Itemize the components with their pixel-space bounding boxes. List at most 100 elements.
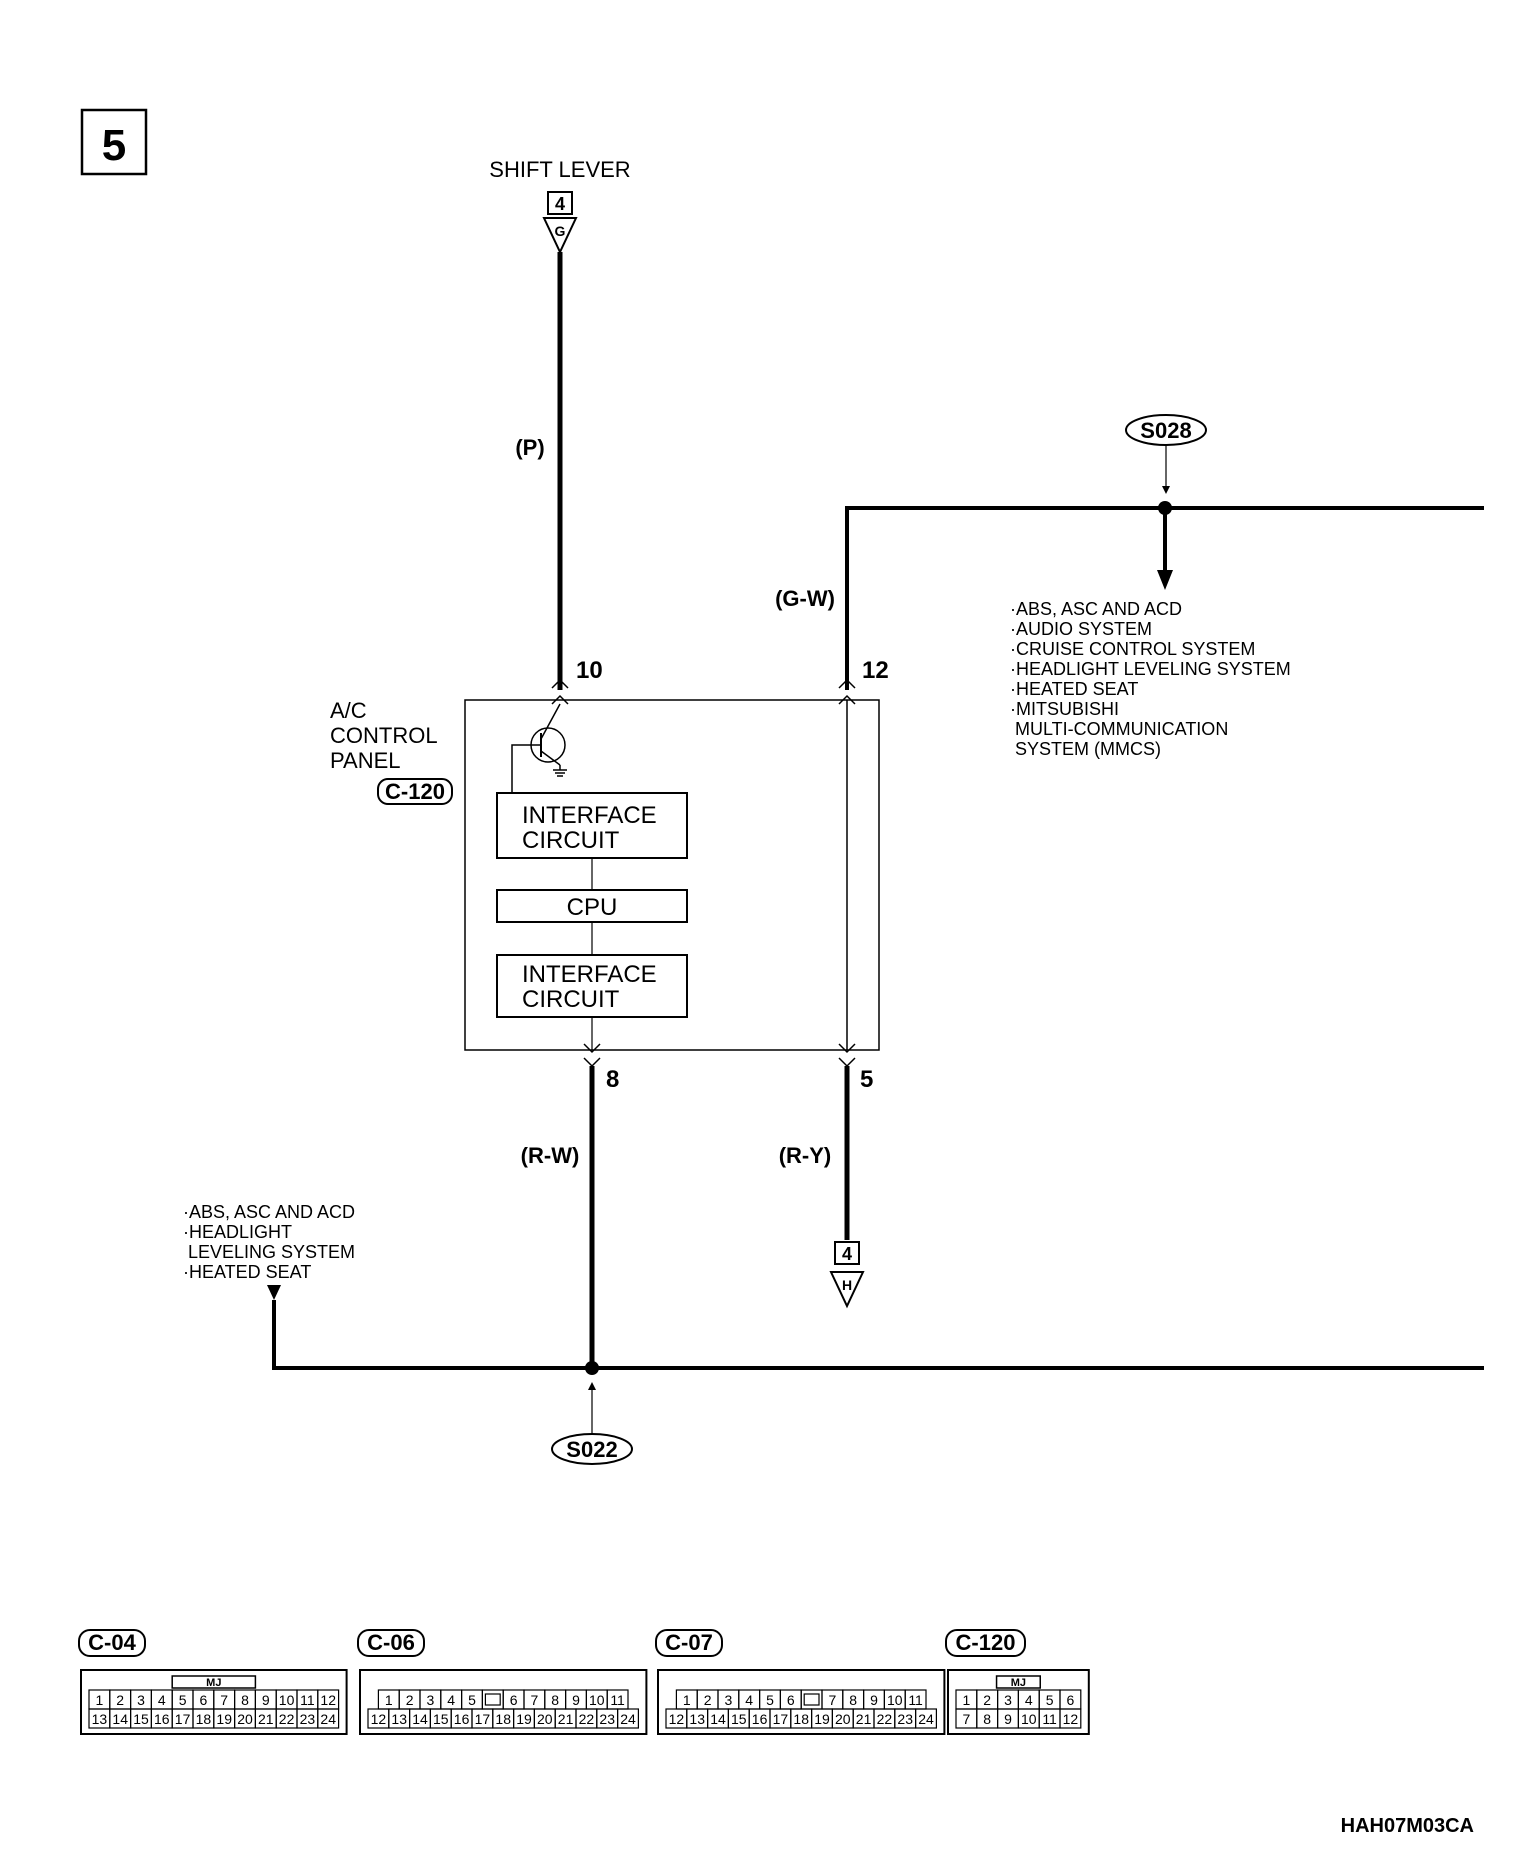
connector-pin-number: 2 (983, 1692, 991, 1708)
right-systems-list: ·ABS, ASC AND ACD ·AUDIO SYSTEM ·CRUISE … (1010, 599, 1291, 759)
connector-pin-number: 17 (175, 1711, 191, 1727)
left-system-4: ·HEATED SEAT (183, 1262, 311, 1282)
connector-pin-number: 24 (320, 1711, 336, 1727)
connector-pin-number: 1 (385, 1692, 393, 1708)
connector-pin-number: 3 (725, 1692, 733, 1708)
connector-pin-number: 12 (371, 1711, 387, 1727)
connector-pin-number: 8 (849, 1692, 857, 1708)
connector-pin-number: 5 (179, 1692, 187, 1708)
connector-pin-number: 9 (262, 1692, 270, 1708)
connector-pin-number: 4 (447, 1692, 455, 1708)
connector-pin-number: 14 (112, 1711, 128, 1727)
connector-pin-number: 19 (216, 1711, 232, 1727)
connector-pin-number: 17 (773, 1711, 789, 1727)
right-system-5: ·HEATED SEAT (1010, 679, 1138, 699)
page-number-box: 5 (80, 108, 148, 176)
wire-rw-label: (R-W) (521, 1143, 580, 1168)
connector-pin-number: 10 (887, 1692, 903, 1708)
connector-pin-number: 12 (320, 1692, 336, 1708)
connector-id-label: C-07 (665, 1630, 713, 1655)
wire-p-label: (P) (515, 435, 544, 460)
left-system-3: LEVELING SYSTEM (183, 1242, 355, 1262)
connector-id-label: C-06 (367, 1630, 415, 1655)
connector-pin-number: 24 (918, 1711, 934, 1727)
connector-pin-number: 23 (897, 1711, 913, 1727)
connector-pin-number: 11 (300, 1692, 315, 1708)
connector-pin-number: 20 (237, 1711, 253, 1727)
connector-pin-number: 17 (475, 1711, 491, 1727)
shift-lever-connector: SHIFT LEVER 4 G (489, 157, 631, 255)
block-top-line-1: INTERFACE (522, 802, 657, 829)
connector-pin-number: 7 (531, 1692, 539, 1708)
connector-pin-number: 16 (154, 1711, 170, 1727)
right-system-2: ·AUDIO SYSTEM (1010, 619, 1152, 639)
connector-pin-number: 9 (572, 1692, 580, 1708)
connector-pin-number: 3 (427, 1692, 435, 1708)
connector-pin-number: 4 (158, 1692, 166, 1708)
cpu-block: CPU (496, 889, 688, 923)
connector-pin-number: 14 (710, 1711, 726, 1727)
connector-pin-number: 19 (516, 1711, 532, 1727)
connector-pin-number: 3 (1004, 1692, 1012, 1708)
block-bottom-line-2: CIRCUIT (522, 986, 620, 1013)
component-connector-id: C-120 (385, 779, 445, 804)
wire-gw-label: (G-W) (775, 586, 835, 611)
connector-h: 4 H (829, 1241, 865, 1309)
connector-pin-number: 8 (983, 1711, 991, 1727)
connector-pin-number: 24 (620, 1711, 636, 1727)
connector-pin-number: 15 (433, 1711, 449, 1727)
right-system-7: MULTI-COMMUNICATION (1010, 719, 1228, 739)
block-top-line-2: CIRCUIT (522, 827, 620, 854)
connector-pin-number: 2 (406, 1692, 414, 1708)
connector-pin-number: 4 (1025, 1692, 1033, 1708)
drawing-code: HAH07M03CA (1341, 1815, 1474, 1837)
connector-pin-number: 11 (908, 1692, 923, 1708)
left-system-1: ·ABS, ASC AND ACD (183, 1202, 355, 1222)
connector-pin-number: 15 (731, 1711, 747, 1727)
right-system-8: SYSTEM (MMCS) (1010, 739, 1161, 759)
connector-tag: MJ (206, 1677, 221, 1689)
connector-pin-number: 13 (391, 1711, 407, 1727)
connector-pin-number: 20 (537, 1711, 553, 1727)
splice-s028-label: S028 (1140, 418, 1191, 443)
connector-pin-number: 6 (200, 1692, 208, 1708)
right-system-4: ·HEADLIGHT LEVELING SYSTEM (1010, 659, 1291, 679)
connector-h-letter: H (842, 1277, 852, 1293)
connector-pin-number: 4 (745, 1692, 753, 1708)
connector-pin-number: 7 (963, 1711, 971, 1727)
connector-pin-number: 19 (814, 1711, 830, 1727)
left-systems-list: ·ABS, ASC AND ACD ·HEADLIGHT LEVELING SY… (183, 1202, 355, 1282)
splice-s022-label: S022 (566, 1437, 617, 1462)
connector-pin-number: 5 (766, 1692, 774, 1708)
connector-pin-number: 6 (510, 1692, 518, 1708)
connector-pin-number: 13 (689, 1711, 705, 1727)
interface-circuit-block-top: INTERFACE CIRCUIT (496, 792, 688, 859)
connector-pin-number: 8 (241, 1692, 249, 1708)
pin-10: 10 (576, 657, 603, 684)
connector-pin-number: 10 (589, 1692, 605, 1708)
connector-pin-number: 13 (92, 1711, 108, 1727)
connector-pin-number: 2 (116, 1692, 124, 1708)
component-label-line-3: PANEL (330, 748, 401, 773)
cpu-label: CPU (567, 894, 618, 921)
shift-lever-label: SHIFT LEVER (489, 157, 630, 182)
connector-pin-number: 10 (279, 1692, 295, 1708)
splice-point-s022 (585, 1361, 599, 1375)
pin-5: 5 (860, 1066, 873, 1093)
right-system-1: ·ABS, ASC AND ACD (1010, 599, 1182, 619)
connector-pin-number: 9 (1004, 1711, 1012, 1727)
connector-pin-number: 6 (1067, 1692, 1075, 1708)
connector-pin-number: 3 (137, 1692, 145, 1708)
connector-h-number: 4 (842, 1244, 852, 1264)
connector-pin-number: 22 (877, 1711, 893, 1727)
down-arrow-icon (267, 1285, 281, 1300)
connector-pin-number: 16 (454, 1711, 470, 1727)
connector-pin-number: 14 (412, 1711, 428, 1727)
connector-pin-number: 10 (1021, 1711, 1037, 1727)
